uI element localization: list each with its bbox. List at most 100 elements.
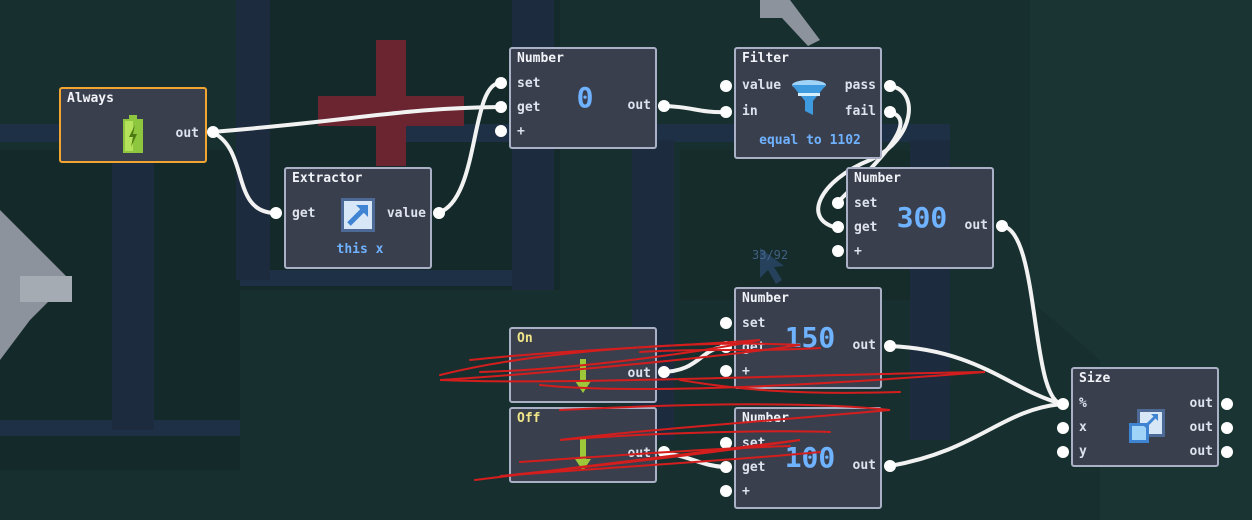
- extractor-subtitle: this x: [336, 242, 384, 257]
- filter-node[interactable]: Filter value in pass fail equal to 1102: [734, 47, 882, 159]
- size-node[interactable]: Size % x y out out out: [1071, 367, 1219, 467]
- number-node-300[interactable]: Number set get + 300 out: [846, 167, 994, 269]
- number-0-get-port[interactable]: [495, 101, 507, 113]
- down-arrow-icon: [575, 437, 591, 471]
- number-300-set-port[interactable]: [832, 197, 844, 209]
- number-0-out-label: out: [627, 98, 651, 113]
- size-y-port[interactable]: [1057, 446, 1069, 458]
- number-node-100[interactable]: Number set get + 100 out: [734, 407, 882, 509]
- always-title: Always: [67, 91, 114, 106]
- number-300-plus-label: +: [854, 244, 862, 259]
- size-percent-label: %: [1079, 396, 1087, 411]
- always-out-port[interactable]: [207, 126, 219, 138]
- number-300-out-port[interactable]: [996, 220, 1008, 232]
- number-150-title: Number: [742, 291, 789, 306]
- filter-pass-port[interactable]: [884, 80, 896, 92]
- filter-in-label: in: [742, 104, 758, 119]
- number-0-set-label: set: [517, 76, 541, 91]
- size-x-port[interactable]: [1057, 422, 1069, 434]
- size-out-2-label: out: [1189, 420, 1213, 435]
- number-0-title: Number: [517, 51, 564, 66]
- number-100-out-port[interactable]: [884, 460, 896, 472]
- pillar-left: [112, 140, 154, 430]
- extract-arrow-icon: [341, 198, 375, 232]
- number-150-set-label: set: [742, 316, 766, 331]
- extractor-value-label: value: [386, 206, 426, 221]
- number-300-set-label: set: [854, 196, 878, 211]
- size-percent-port[interactable]: [1057, 398, 1069, 410]
- number-node-150[interactable]: Number set get + 150 out: [734, 287, 882, 389]
- number-100-get-port[interactable]: [720, 461, 732, 473]
- filter-title: Filter: [742, 51, 789, 66]
- number-0-set-port[interactable]: [495, 77, 507, 89]
- size-out-2-port[interactable]: [1221, 422, 1233, 434]
- always-out-label: out: [175, 126, 199, 141]
- filter-fail-port[interactable]: [884, 106, 896, 118]
- number-300-plus-port[interactable]: [832, 245, 844, 257]
- on-out-port[interactable]: [658, 366, 670, 378]
- extractor-node[interactable]: Extractor get value this x: [284, 167, 432, 269]
- number-150-plus-label: +: [742, 364, 750, 379]
- number-100-get-label: get: [742, 460, 766, 475]
- filter-in-port[interactable]: [720, 106, 732, 118]
- number-100-set-port[interactable]: [720, 437, 732, 449]
- number-0-plus-label: +: [517, 124, 525, 139]
- filter-subtitle: equal to 1102: [759, 133, 861, 148]
- number-150-out-port[interactable]: [884, 340, 896, 352]
- number-0-out-port[interactable]: [658, 100, 670, 112]
- filter-value-port[interactable]: [720, 80, 732, 92]
- number-node-0[interactable]: Number set get + 0 out: [509, 47, 657, 149]
- size-out-3-port[interactable]: [1221, 446, 1233, 458]
- funnel-icon: [792, 80, 826, 115]
- number-0-value: 0: [576, 81, 594, 114]
- platform-mid: [240, 270, 550, 286]
- battery-icon: [123, 115, 143, 153]
- filter-value-label: value: [742, 78, 782, 93]
- extractor-get-label: get: [292, 206, 316, 221]
- number-0-get-label: get: [517, 100, 541, 115]
- filter-pass-label: pass: [844, 78, 876, 93]
- resize-icon: [1129, 409, 1165, 443]
- off-out-label: out: [627, 446, 651, 461]
- number-300-title: Number: [854, 171, 901, 186]
- number-300-out-label: out: [964, 218, 988, 233]
- number-150-plus-port[interactable]: [720, 365, 732, 377]
- number-150-out-label: out: [852, 338, 876, 353]
- size-out-1-port[interactable]: [1221, 398, 1233, 410]
- number-300-get-port[interactable]: [832, 221, 844, 233]
- size-out-1-label: out: [1189, 396, 1213, 411]
- on-out-label: out: [627, 366, 651, 381]
- number-100-set-label: set: [742, 436, 766, 451]
- off-title: Off: [517, 411, 541, 426]
- number-100-plus-label: +: [742, 484, 750, 499]
- extractor-get-port[interactable]: [270, 207, 282, 219]
- number-0-plus-port[interactable]: [495, 125, 507, 137]
- hook-sprite: [760, 0, 820, 46]
- down-arrow-icon: [575, 359, 591, 393]
- on-title: On: [517, 331, 533, 346]
- ship-sprite: [0, 210, 72, 360]
- size-x-label: x: [1079, 420, 1087, 435]
- number-100-title: Number: [742, 411, 789, 426]
- filter-fail-label: fail: [844, 104, 876, 119]
- number-150-set-port[interactable]: [720, 317, 732, 329]
- always-node[interactable]: Always out: [59, 87, 207, 163]
- cursor-icon: [760, 248, 784, 284]
- on-node[interactable]: On out: [509, 327, 657, 403]
- off-node[interactable]: Off out: [509, 407, 657, 483]
- size-out-3-label: out: [1189, 444, 1213, 459]
- number-300-value: 300: [896, 201, 948, 234]
- extractor-value-port[interactable]: [433, 207, 445, 219]
- off-out-port[interactable]: [658, 446, 670, 458]
- size-title: Size: [1079, 371, 1111, 386]
- number-150-value: 150: [784, 321, 836, 354]
- number-300-get-label: get: [854, 220, 878, 235]
- number-100-out-label: out: [852, 458, 876, 473]
- cursor-counter: 33/92: [752, 248, 789, 262]
- number-150-get-label: get: [742, 340, 766, 355]
- number-100-plus-port[interactable]: [720, 485, 732, 497]
- extractor-title: Extractor: [292, 171, 363, 186]
- number-150-get-port[interactable]: [720, 341, 732, 353]
- number-100-value: 100: [784, 441, 836, 474]
- size-y-label: y: [1079, 444, 1087, 459]
